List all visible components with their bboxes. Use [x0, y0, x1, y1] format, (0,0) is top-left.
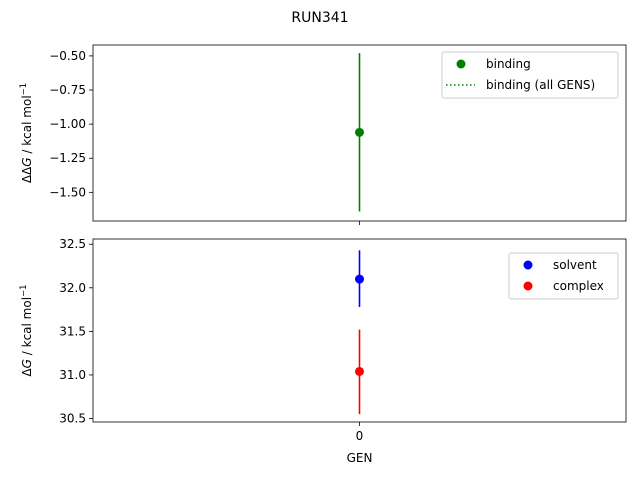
y-axis-label: ΔΔG / kcal mol−1: [19, 83, 34, 183]
y-tick-label: 31.5: [59, 324, 86, 338]
y-tick-label: −0.75: [49, 83, 86, 97]
y-axis-label: ΔG / kcal mol−1: [19, 284, 34, 376]
axes-frame: [92, 238, 627, 423]
data-point-solvent: [355, 274, 364, 284]
y-axis-label-exponent: −1: [19, 83, 29, 96]
data-point-complex: [355, 366, 364, 376]
legend-box: [508, 252, 619, 300]
y-axis-label-prefix: ΔΔ: [20, 166, 34, 183]
y-tick-label: −1.00: [49, 117, 86, 131]
y-tick-label: 31.0: [59, 368, 86, 382]
y-axis-label-unit: / kcal mol: [20, 95, 34, 157]
legend-marker: [456, 59, 466, 69]
y-tick-label: 30.5: [59, 412, 86, 426]
legend-marker: [523, 281, 533, 291]
data-point-binding: [355, 127, 364, 137]
legend: binding binding (all GENS): [441, 51, 619, 99]
y-tick-label: −1.50: [49, 185, 86, 199]
legend-marker: [523, 260, 533, 270]
x-axis-label: GEN: [347, 451, 373, 465]
legend: solvent complex: [508, 252, 619, 300]
y-tick-label: 32.0: [59, 281, 86, 295]
legend-label: binding (all GENS): [486, 78, 595, 92]
y-axis-label-unit: / kcal mol: [20, 297, 34, 359]
y-tick-label: −1.25: [49, 151, 86, 165]
legend-box: [441, 51, 619, 99]
y-axis-label-prefix: Δ: [20, 368, 34, 377]
y-axis-label-var: G: [20, 359, 34, 368]
y-axis-label-exponent: −1: [19, 284, 29, 297]
x-tick-label: 0: [356, 429, 364, 443]
axes-frame: [92, 44, 627, 222]
legend-label: complex: [553, 279, 604, 293]
y-axis-label-var: G: [20, 157, 34, 166]
legend-label: binding: [486, 57, 531, 71]
y-tick-label: −0.50: [49, 49, 86, 63]
y-tick-label: 32.5: [59, 237, 86, 251]
legend-label: solvent: [553, 258, 597, 272]
figure-title: RUN341: [291, 10, 348, 26]
